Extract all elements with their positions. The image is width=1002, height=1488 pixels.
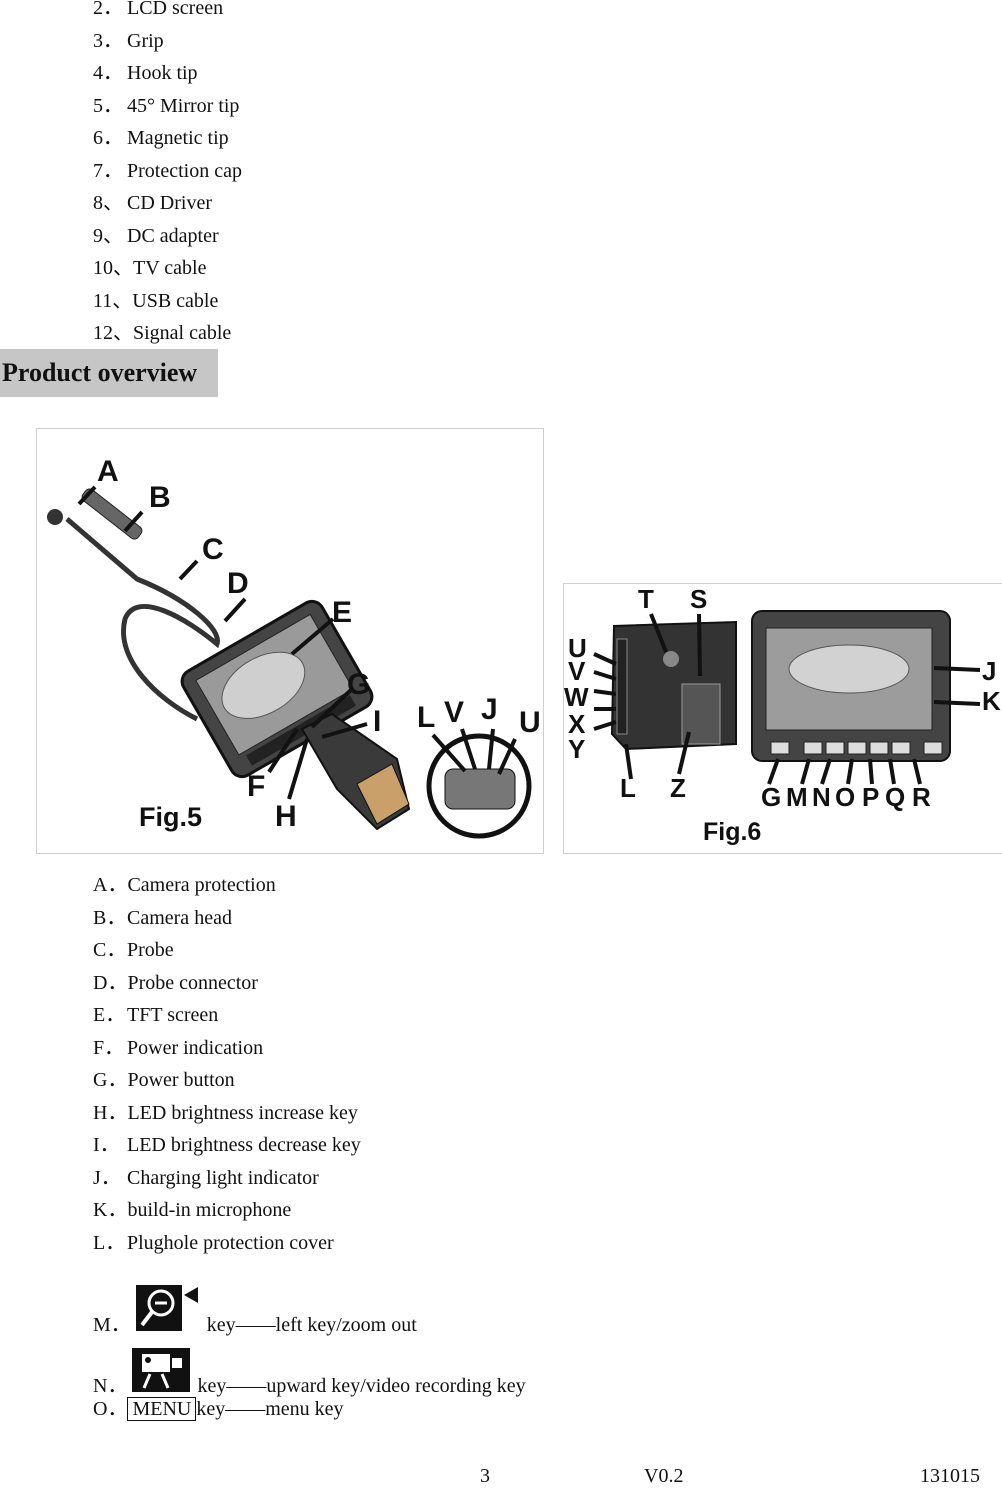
fig6-label-l: L [620, 773, 636, 803]
fig6-label-y: Y [568, 734, 585, 764]
fig6-label-p: P [862, 782, 879, 812]
camera-protection [47, 509, 63, 525]
list-item: B．Camera head [93, 906, 232, 929]
leader-lines [77, 485, 517, 800]
version-label: V0.2 [644, 1465, 684, 1487]
fig5-label-l: L [417, 701, 435, 734]
fig5-label-g: G [347, 668, 370, 701]
fig6-label-z: Z [670, 773, 686, 803]
list-item: 9、DC adapter [93, 224, 219, 247]
probe-cable [65, 517, 220, 722]
page-number: 3 [480, 1465, 490, 1487]
fig5-label-a: A [97, 455, 119, 488]
list-item: 7．Protection cap [93, 159, 242, 182]
fig5-label-h: H [275, 800, 297, 833]
fig6-label-n: N [812, 782, 831, 812]
side-speaker [663, 651, 679, 667]
video-camera-icon [132, 1348, 192, 1398]
figure-5: A B C D E G I F H L V J U Fig.5 [36, 428, 544, 854]
list-item: 12、Signal cable [93, 322, 232, 344]
parts-legend-list: A．Camera protection B．Camera head C．Prob… [93, 869, 361, 1259]
list-item: D．Probe connector [93, 971, 258, 994]
fig6-label-j: J [982, 656, 996, 686]
fig5-label-i: I [373, 705, 381, 738]
fig5-label-f: F [247, 770, 265, 803]
list-item: A．Camera protection [93, 874, 276, 896]
fig6-label-x: X [568, 709, 586, 739]
leader-lines [593, 613, 981, 785]
list-item: 6．Magnetic tip [93, 127, 229, 149]
device-body [180, 599, 374, 779]
fig6-label-s: S [690, 584, 707, 614]
side-ports [616, 638, 628, 735]
list-item: H．LED brightness increase key [93, 1101, 358, 1124]
list-item: 3．Grip [93, 29, 164, 52]
fig6-caption: Fig.6 [703, 818, 761, 846]
list-item: G．Power button [93, 1069, 235, 1091]
plughole-detail [444, 768, 516, 810]
document-code: 131015 [920, 1465, 980, 1487]
key-row-m: M． key——left key/zoom out [93, 1285, 417, 1337]
fig6-illustration: T S U V W X Y L Z G M N O P Q R J K Fig.… [564, 584, 1001, 846]
list-item: 4．Hook tip [93, 62, 198, 84]
fig6-label-t: T [638, 584, 654, 614]
list-item: I．LED brightness decrease key [93, 1134, 361, 1156]
fig6-label-q: Q [885, 782, 905, 812]
fig5-label-d: D [227, 567, 249, 600]
list-item: F．Power indication [93, 1036, 264, 1059]
fig5-label-e: E [332, 596, 352, 629]
zoom-out-left-icon [135, 1285, 202, 1337]
list-item: K．build-in microphone [93, 1199, 292, 1221]
fig5-illustration: A B C D E G I F H L V J U Fig.5 [47, 455, 541, 839]
fig6-label-r: R [912, 782, 931, 812]
list-item: 8、CD Driver [93, 192, 212, 214]
grip-band [356, 763, 410, 825]
fig6-label-o: O [835, 782, 855, 812]
fig6-label-g: G [761, 782, 781, 812]
screen-image [788, 644, 910, 694]
fig5-caption: Fig.5 [139, 802, 202, 832]
figure-6: T S U V W X Y L Z G M N O P Q R J K Fig.… [563, 583, 1002, 854]
list-item: 10、TV cable [93, 257, 207, 279]
fig5-label-j: J [481, 693, 498, 726]
fig6-label-m: M [786, 782, 808, 812]
section-heading: Product overview [0, 349, 218, 397]
fig6-label-v: V [568, 656, 586, 686]
list-item: 11、USB cable [93, 289, 219, 312]
list-item: J．Charging light indicator [93, 1166, 319, 1189]
menu-key-box: MENU [127, 1397, 197, 1421]
fig5-label-c: C [202, 533, 224, 566]
list-item: 5．45° Mirror tip [93, 94, 240, 117]
list-item: 2．LCD screen [93, 0, 224, 19]
fig5-label-u: U [519, 706, 541, 739]
fig6-label-u: U [568, 633, 587, 663]
key-row-n: N． key——upward key/video recording key [93, 1348, 526, 1398]
fig5-label-v: V [444, 696, 464, 729]
fig6-label-k: K [982, 686, 1001, 716]
accessory-list: 2．LCD screen 3．Grip 4．Hook tip 5．45° Mir… [93, 0, 242, 350]
fig6-label-w: W [564, 682, 589, 712]
list-item: C．Probe [93, 939, 174, 961]
list-item: E．TFT screen [93, 1004, 219, 1026]
list-item: L．Plughole protection cover [93, 1231, 334, 1254]
front-keypad [770, 741, 943, 755]
fig5-label-b: B [149, 481, 171, 514]
